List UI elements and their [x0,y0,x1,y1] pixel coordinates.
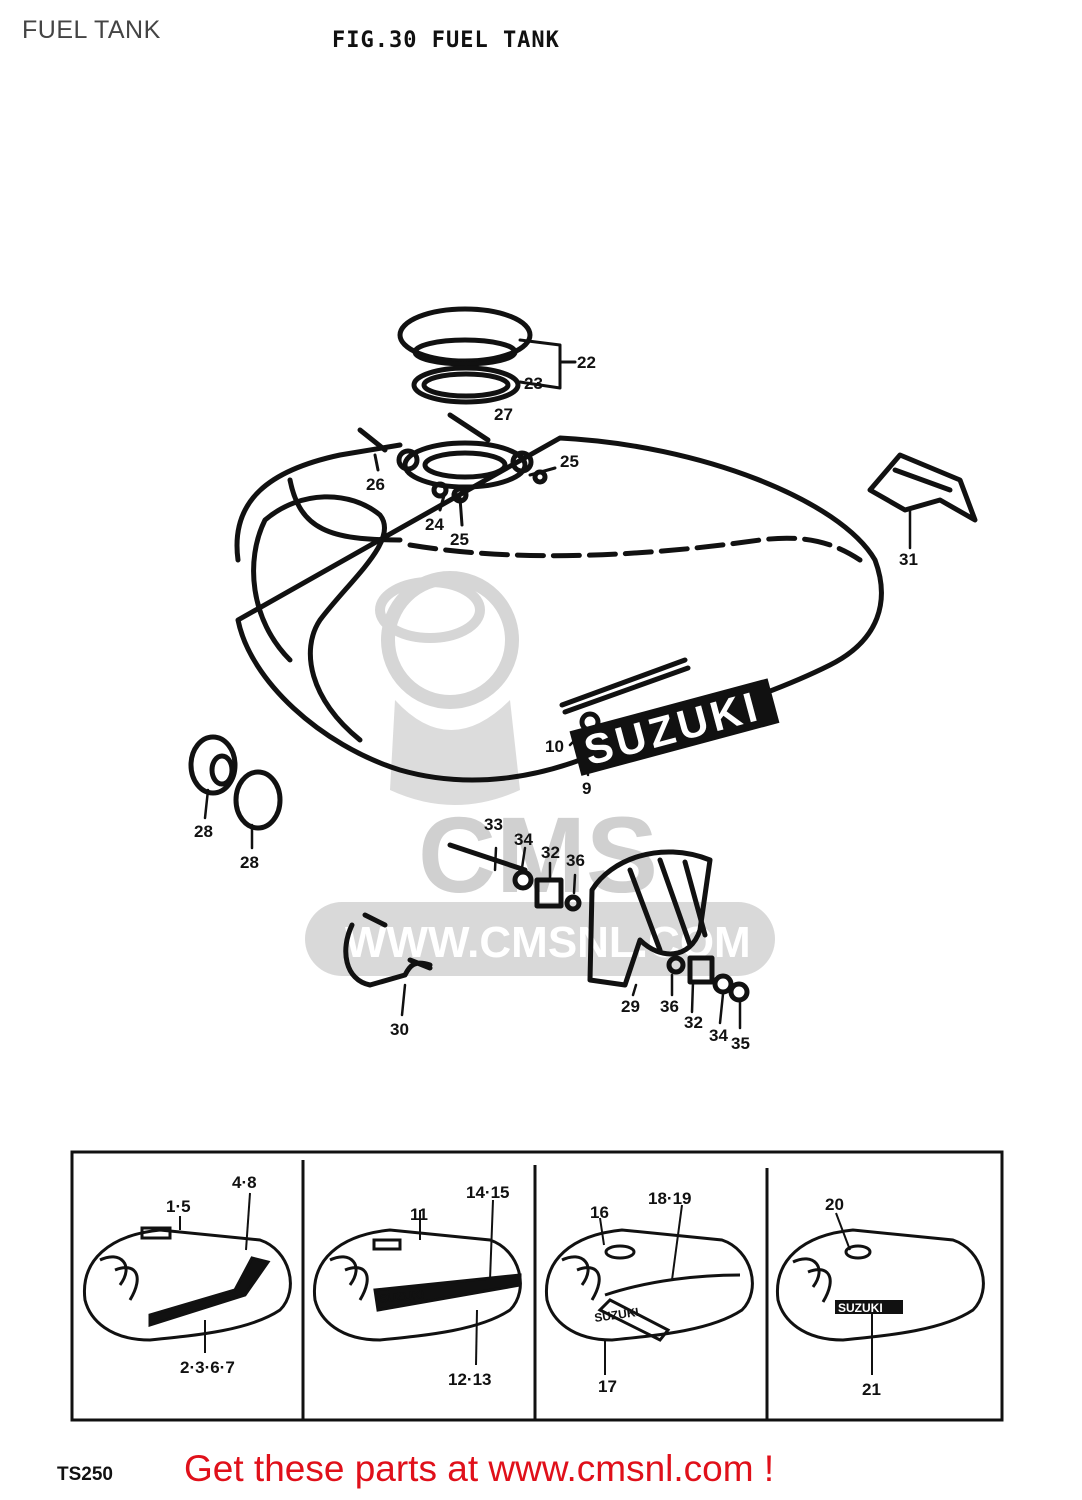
variant-4-logo: SUZUKI [838,1301,883,1315]
variant-4-label-top-left: 20 [825,1195,844,1214]
bolt-33 [447,842,528,873]
callouts: 22 23 27 26 25 24 25 31 10 9 28 28 33 34… [194,353,918,1053]
callout-28-lower: 28 [240,853,259,872]
variant-labels: 1·5 4·8 2·3·6·7 11 14·15 12·13 16 18·19 … [166,1173,881,1399]
variant-1-tank [82,1192,292,1353]
variant-4-logo-plate [835,1300,903,1314]
fuel-cap [397,306,533,364]
cushion-28-upper-inner [209,753,235,787]
filler-neck-inner [422,450,508,480]
callout-36-right: 36 [660,997,679,1016]
variant-logos: SUZUKI SUZUKI SUZUKI [379,1287,903,1325]
variant-3-label-top-right: 18·19 [648,1189,691,1208]
fuel-tank-seam [407,535,863,563]
bracket-31 [867,452,978,523]
leader-22-23 [518,338,577,390]
variant-2-label-top-right: 14·15 [466,1183,509,1202]
filler-bolt-right [510,450,534,474]
fuel-cap-lock [412,337,518,367]
watermark-banner [305,902,775,976]
variant-4-tank [775,1212,985,1375]
nut-plate-32-right [687,955,715,985]
collar-36-right [666,955,686,975]
callout-33: 33 [484,815,503,834]
variant-2-logo: SUZUKI [379,1287,425,1306]
watermark-mascot-body [390,700,520,805]
callout-34: 34 [514,830,533,849]
callout-30: 30 [390,1020,409,1039]
callout-27: 27 [494,405,513,424]
variant-2-label-top-left: 11 [410,1205,428,1224]
callout-35: 35 [731,1034,750,1053]
callout-25: 25 [450,530,469,549]
variant-3-label-top-left: 16 [590,1203,609,1222]
callout-32-right: 32 [684,1013,703,1032]
variant-3-tank [544,1204,754,1375]
filler-neck [402,440,528,490]
callout-24: 24 [425,515,444,534]
model-code: TS250 [57,1464,113,1485]
washer-24 [431,481,449,499]
variant-1-label-top-right: 4·8 [232,1173,257,1192]
variant-4-label-bottom: 21 [862,1380,881,1399]
callout-36: 36 [566,851,585,870]
variant-3-logo: SUZUKI [593,1305,639,1325]
fuel-tank-knee-line [287,477,403,543]
cap-gasket [411,365,521,405]
cover-29 [587,849,713,988]
variant-2-label-bottom: 12·13 [448,1370,491,1389]
variant-1-label-bottom: 2·3·6·7 [180,1358,235,1377]
nut-35 [728,981,750,1003]
callout-26: 26 [366,475,385,494]
variant-table-frame [70,1150,1004,1422]
tank-emblem-plate [569,678,780,776]
cushion-28-lower [233,769,283,831]
page-title: FUEL TANK [22,16,161,44]
variant-3-label-bottom: 17 [598,1377,617,1396]
cover-29-ribs [627,857,708,953]
watermark-mascot-goggles [375,577,485,643]
callout-31: 31 [899,550,918,569]
variant-1-label-top-left: 1·5 [166,1197,191,1216]
washer-34-right [712,973,734,995]
fuel-tank-inner-panel [251,494,388,743]
variant-2-tank [312,1199,522,1366]
watermark: CMS WWW.CMSNL.COM [305,571,775,976]
screw-27 [447,412,491,443]
figure-title: FIG.30 FUEL TANK [332,28,560,53]
washer-34 [512,869,534,891]
fuel-tank-outline [234,435,884,783]
promo-link[interactable]: Get these parts at www.cmsnl.com ! [184,1448,775,1489]
variant-table [70,1150,1004,1422]
nut-plate-32 [534,877,564,909]
filler-bolt-left [396,448,420,472]
screw-26 [357,427,388,453]
callout-10: 10 [545,737,564,756]
callout-23: 23 [524,374,543,393]
cushion-28-upper [188,734,238,796]
callout-9: 9 [582,779,591,798]
callout-22: 22 [577,353,596,372]
callout-32: 32 [541,843,560,862]
callout-25-right: 25 [560,452,579,471]
callout-28-upper: 28 [194,822,213,841]
collar-36 [564,894,582,912]
bracket-31-detail [892,467,953,493]
leader-26-24-25 [373,453,557,527]
watermark-mascot-head [381,571,519,709]
callout-29: 29 [621,997,640,1016]
callout-34-right: 34 [709,1026,728,1045]
strap-30 [343,912,433,988]
tank-stripe [559,657,691,715]
cap-gasket-inner [421,371,511,399]
